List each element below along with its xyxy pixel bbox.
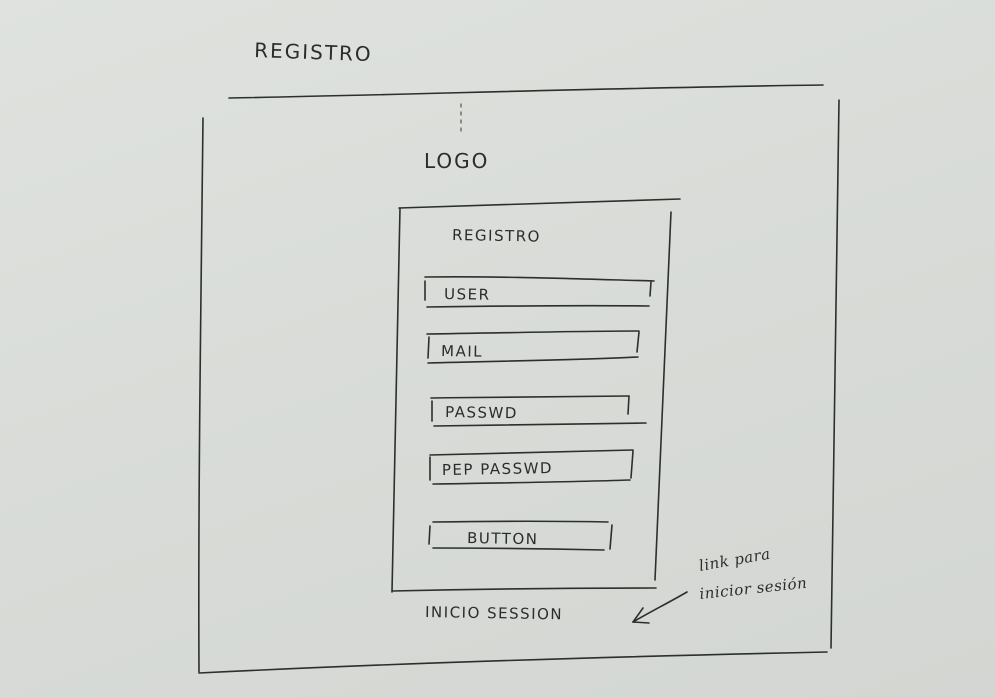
page-title: REGISTRO (254, 38, 373, 66)
annotation-arrowhead-icon (632, 607, 650, 624)
annotation-line-2: inicior sesión (699, 574, 808, 603)
mail-input-label: MAIL (441, 342, 483, 361)
screen-frame-bottom (198, 651, 828, 674)
password-input[interactable]: PASSWD (430, 395, 647, 427)
link-annotation: link para inicior sesión (632, 545, 808, 624)
register-button[interactable]: BUTTON (428, 520, 613, 551)
logo-placeholder: LOGO (424, 149, 489, 173)
repeat-password-input[interactable]: PEP PASSWD (429, 449, 634, 485)
mail-input[interactable]: MAIL (426, 330, 640, 364)
form-card-bottom (391, 587, 657, 592)
form-card-top (398, 198, 681, 209)
user-input-label: USER (444, 285, 491, 304)
annotation-arrow-icon (632, 591, 688, 623)
repeat-password-input-label: PEP PASSWD (442, 459, 553, 479)
screen-frame-right (830, 99, 840, 649)
form-card-left (391, 207, 401, 593)
annotation-line-1: link para (698, 545, 772, 575)
form-title: REGISTRO (452, 226, 541, 246)
login-link[interactable]: INICIO SESSION (425, 603, 563, 623)
screen-frame-left (198, 117, 204, 673)
form-card-right (654, 211, 672, 581)
header-divider (228, 84, 824, 99)
password-input-label: PASSWD (445, 403, 518, 422)
user-input[interactable]: USER (424, 276, 655, 308)
register-button-label: BUTTON (467, 529, 539, 548)
registration-form-card (391, 198, 681, 593)
